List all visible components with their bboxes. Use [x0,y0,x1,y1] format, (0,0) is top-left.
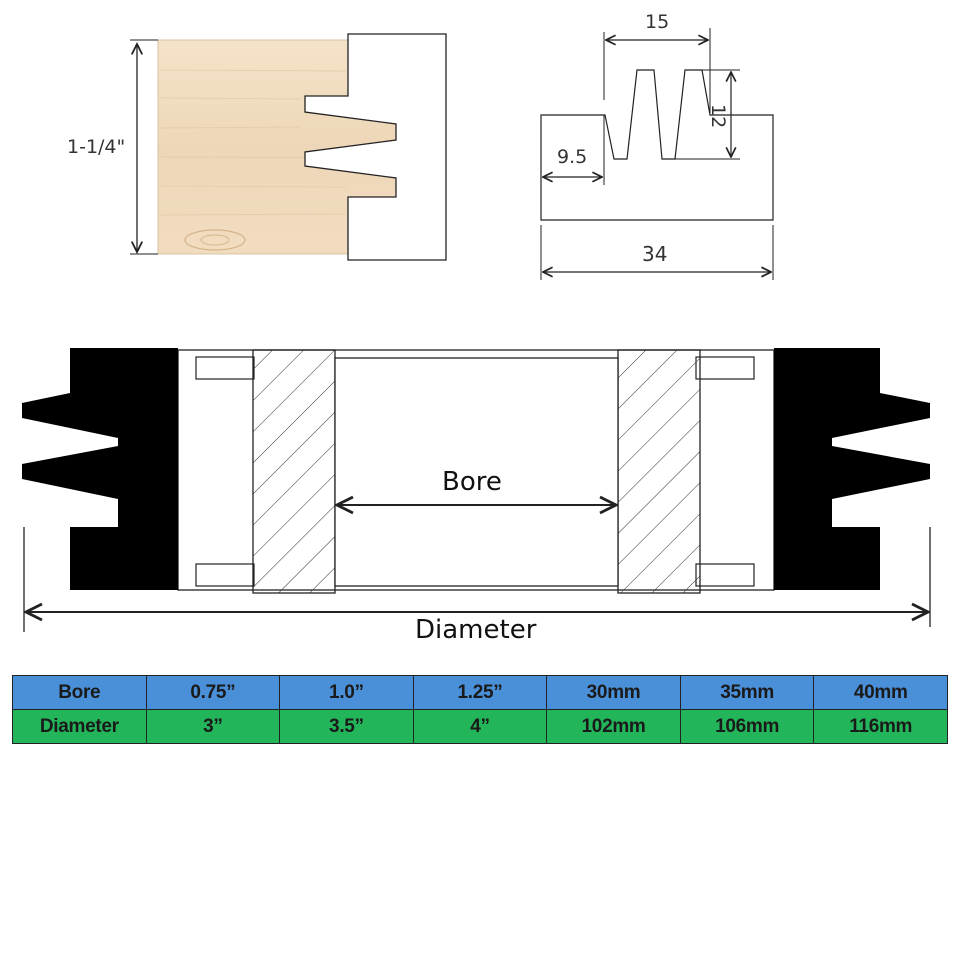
height-12-label: 12 [707,104,729,128]
blade-right [774,348,930,590]
bore-row: Bore 0.75” 1.0” 1.25” 30mm 35mm 40mm [12,675,948,710]
bore-cell: 1.25” [412,675,548,710]
hatched-wall-right [617,349,701,594]
cutter-profile [304,33,447,261]
bore-cell: 35mm [679,675,815,710]
bore-label: Bore [442,467,502,497]
diameter-cell: 4” [412,709,548,744]
diameter-cell: 3” [145,709,281,744]
bore-cell: 30mm [546,675,681,710]
bore-cell: 40mm [813,675,948,710]
diameter-cell: 102mm [546,709,681,744]
slot-top-right [695,356,755,380]
bore-opening [334,357,619,587]
total-width-label: 34 [642,242,667,266]
slot-top-left [195,356,255,380]
hatched-wall-left [252,349,336,594]
diameter-header-cell: Diameter [12,709,147,744]
blade-left [22,348,178,590]
bore-cell: 0.75” [145,675,281,710]
offset-9-5-label: 9.5 [557,146,587,168]
wood-profile: 1-1/4" [67,33,447,261]
bore-header-cell: Bore [12,675,147,710]
wood-knot [184,229,246,251]
slot-bottom-right [695,563,755,587]
width-15-label: 15 [645,11,669,33]
diameter-row: Diameter 3” 3.5” 4” 102mm 106mm 116mm [12,709,948,744]
size-table: Bore 0.75” 1.0” 1.25” 30mm 35mm 40mm Dia… [12,675,948,744]
height-label: 1-1/4" [67,136,125,158]
cutter-cross-section: Bore Diameter [22,348,931,645]
profile-dimension-drawing: 15 12 9.5 34 [540,11,774,280]
bore-cell: 1.0” [279,675,414,710]
diameter-cell: 106mm [679,709,815,744]
slot-bottom-left [195,563,255,587]
diameter-label: Diameter [415,615,537,645]
diameter-cell: 116mm [813,709,948,744]
diameter-cell: 3.5” [279,709,414,744]
cutter-section [540,69,774,221]
